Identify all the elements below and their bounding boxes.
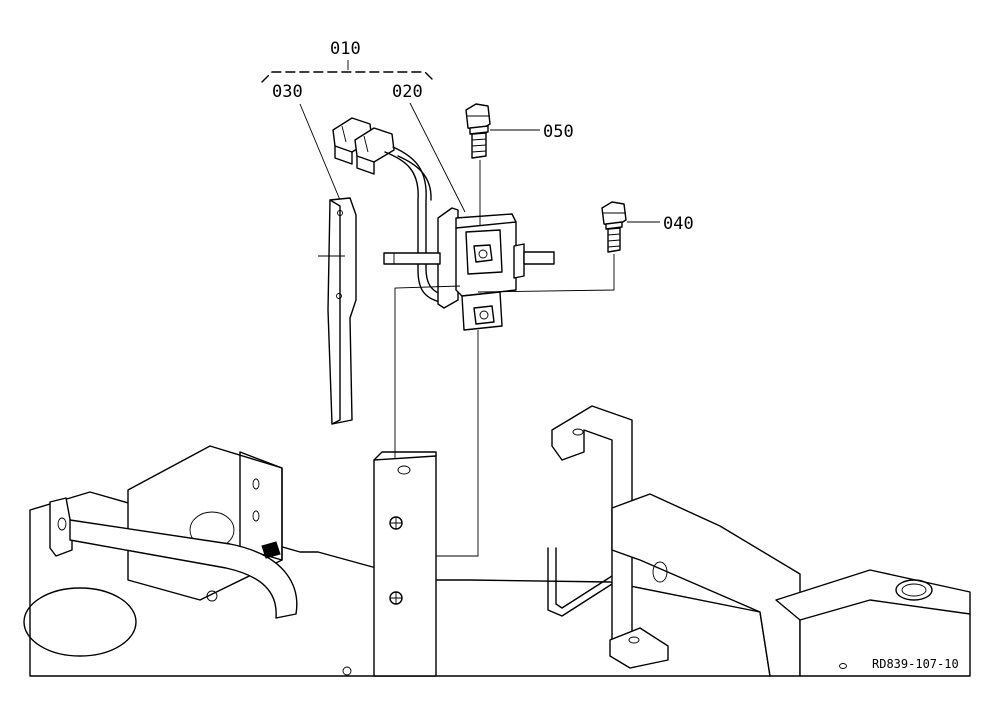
leader-030: [299, 103, 341, 201]
chassis-frame: [23, 405, 971, 677]
label-040[interactable]: 040: [663, 214, 694, 234]
group-bracket-010: 010: [261, 39, 436, 83]
label-050[interactable]: 050: [543, 122, 574, 142]
drawing-code: RD839-107-10: [872, 657, 959, 671]
part-040-bolt[interactable]: [477, 201, 627, 293]
label-010[interactable]: 010: [330, 39, 361, 59]
label-030[interactable]: 030: [272, 82, 303, 102]
part-020-solenoid[interactable]: [383, 207, 555, 331]
wire-harness-connector[interactable]: [332, 117, 447, 303]
label-020[interactable]: 020: [392, 82, 423, 102]
leader-020: [409, 102, 466, 213]
part-030-bracket-plate[interactable]: [318, 197, 357, 425]
assembly-line-left: [394, 285, 461, 460]
reference-mark-icon: [839, 663, 847, 669]
part-050-bolt[interactable]: [465, 103, 491, 226]
